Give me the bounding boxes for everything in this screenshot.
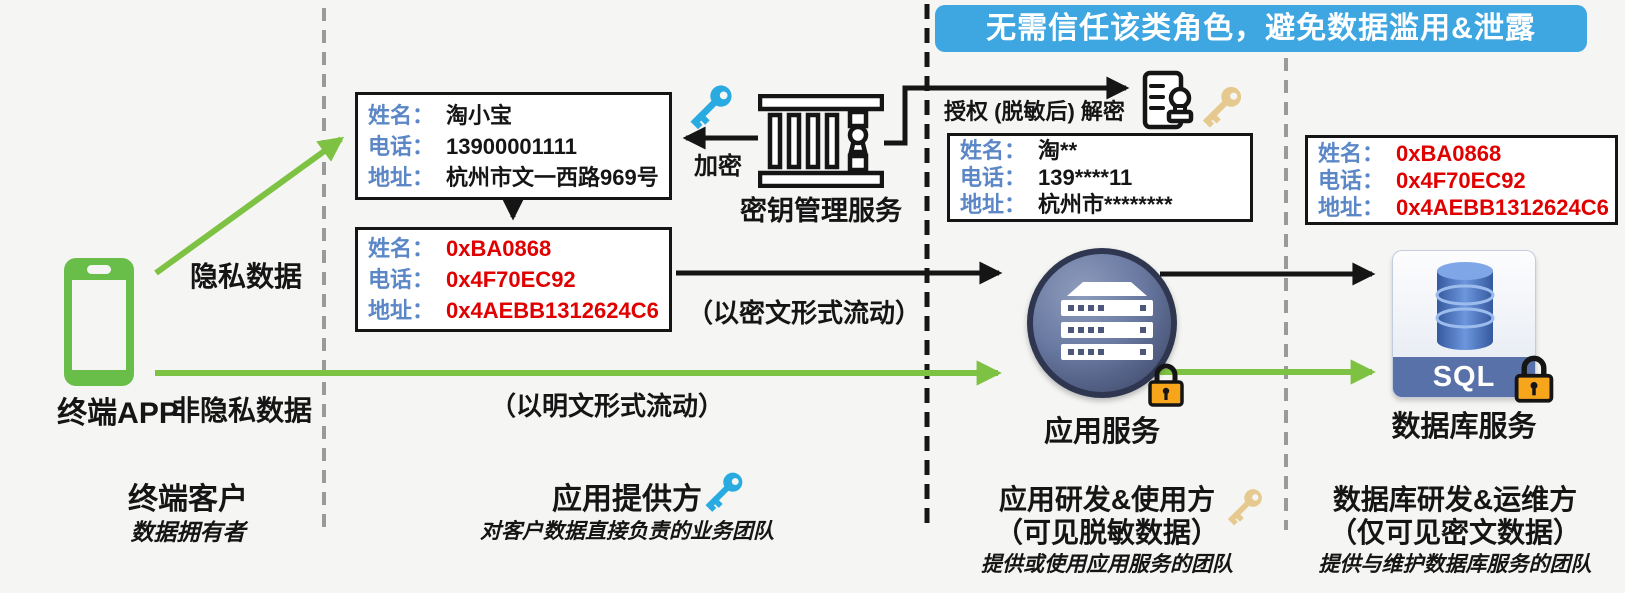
data-row: 电话：0x4F70EC92: [368, 267, 576, 292]
database-icon: SQL: [1392, 250, 1536, 398]
role-subtitle: 数据拥有者: [130, 519, 246, 545]
db-service-label: 数据库服务: [1391, 411, 1537, 443]
phone-icon: [64, 258, 134, 386]
encrypt-label: 加密: [694, 153, 742, 180]
data-row: 姓名：0xBA0868: [1318, 140, 1502, 166]
role-client: 终端客户 数据拥有者: [58, 483, 318, 545]
data-row: 电话：13900001111: [368, 133, 577, 159]
server-icon: [1061, 282, 1153, 360]
role-subtitle: 对客户数据直接负责的业务团队: [480, 520, 774, 543]
ciphertext-data-box: 姓名：0xBA0868 电话：0x4F70EC92 地址：0x4AEBB1312…: [355, 227, 672, 332]
data-row: 电话：0x4F70EC92: [1318, 167, 1526, 193]
vault-icon: [758, 94, 884, 188]
lock-icon: [1512, 354, 1556, 404]
non-private-data-label: 非隐私数据: [172, 395, 313, 426]
role-title-2: （可见脱敏数据）: [994, 517, 1219, 548]
data-row: 地址：杭州市文一西路969号: [368, 164, 659, 190]
role-subtitle: 提供与维护数据库服务的团队: [1318, 553, 1592, 576]
blue-key-icon: [681, 78, 739, 136]
role-title: 终端客户: [128, 483, 248, 516]
blue-key-icon: [697, 466, 749, 518]
data-row: 地址：0x4AEBB1312624C6: [1318, 194, 1609, 220]
trust-banner: 无需信任该类角色，避免数据滥用&泄露: [935, 5, 1587, 52]
data-row: 姓名：0xBA0868: [368, 236, 552, 261]
role-provider: 应用提供方 对客户数据直接负责的业务团队: [447, 483, 807, 545]
role-title: 数据库研发&运维方: [1332, 484, 1578, 515]
sql-badge: SQL: [1393, 357, 1535, 397]
role-db-ops: 数据库研发&运维方 （仅可见密文数据） 提供与维护数据库服务的团队: [1290, 483, 1620, 578]
role-subtitle: 提供或使用应用服务的团队: [981, 553, 1233, 576]
db-ciphertext-box: 姓名：0xBA0868 电话：0x4F70EC92 地址：0x4AEBB1312…: [1305, 135, 1618, 225]
data-row: 姓名：淘**: [960, 138, 1078, 163]
authorize-label: 授权 (脱敏后) 解密: [944, 99, 1125, 124]
plaintext-data-box: 姓名：淘小宝 电话：13900001111 地址：杭州市文一西路969号: [355, 92, 672, 200]
data-row: 地址：杭州市********: [960, 192, 1173, 217]
plain-flow-label: （以明文形式流动）: [490, 391, 725, 421]
terminal-app-label: 终端APP: [57, 397, 179, 430]
gold-key-icon: [1194, 80, 1248, 134]
app-service-label: 应用服务: [1043, 416, 1160, 448]
kms-label: 密钥管理服务: [740, 196, 902, 226]
database-cylinder-icon: [1435, 262, 1495, 350]
role-app-dev: 应用研发&使用方 （可见脱敏数据） 提供或使用应用服务的团队: [952, 483, 1262, 578]
app-service-circle: [1027, 248, 1177, 398]
role-title: 应用提供方: [552, 483, 702, 516]
cipher-flow-label: （以密文形式流动）: [687, 298, 922, 328]
private-data-label: 隐私数据: [190, 261, 303, 292]
masked-data-box: 姓名：淘** 电话：139****11 地址：杭州市********: [947, 133, 1253, 222]
data-row: 地址：0x4AEBB1312624C6: [368, 298, 659, 323]
data-row: 电话：139****11: [960, 165, 1133, 190]
role-title-2: （仅可见密文数据）: [1328, 517, 1581, 548]
data-row: 姓名：淘小宝: [368, 102, 513, 128]
private-data-arrow: [154, 136, 345, 276]
gold-key-icon: [1220, 483, 1268, 531]
lock-icon: [1146, 362, 1186, 408]
document-stamp-icon: [1142, 70, 1194, 130]
role-title: 应用研发&使用方: [998, 484, 1216, 515]
